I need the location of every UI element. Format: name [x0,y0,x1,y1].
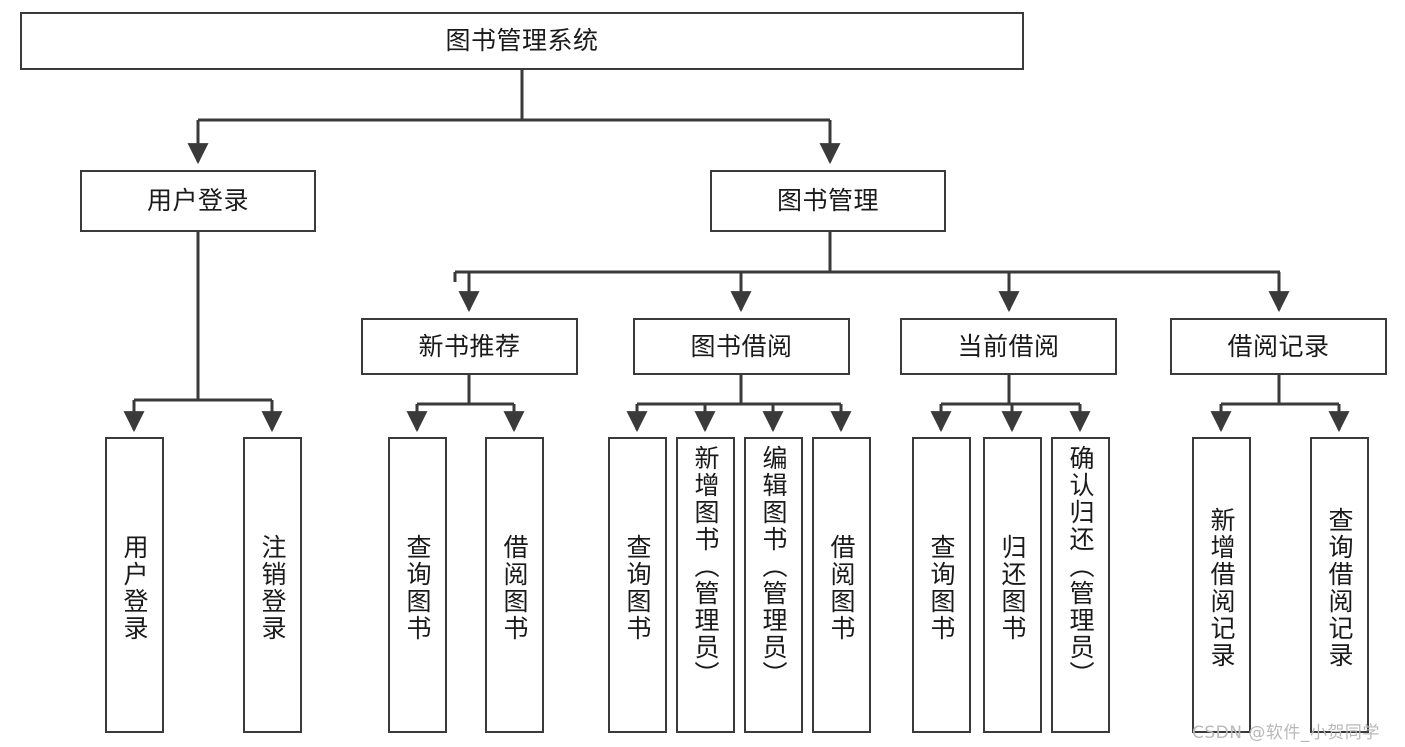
node-leaf-add-book-label: 新增图书（管理员） [691,445,720,688]
node-user-login-label: 用户登录 [146,186,249,215]
node-leaf-query-book-2-label: 查询图书 [623,534,652,642]
node-leaf-confirm-return[interactable]: 确认归还（管理员） [1051,437,1110,733]
node-leaf-add-book[interactable]: 新增图书（管理员） [676,437,735,733]
node-leaf-logout-label: 注销登录 [258,534,287,642]
node-leaf-edit-book[interactable]: 编辑图书（管理员） [744,437,803,733]
node-leaf-return-book[interactable]: 归还图书 [983,437,1042,733]
node-root-label: 图书管理系统 [445,26,599,55]
node-leaf-add-record-label: 新增借阅记录 [1207,507,1236,669]
node-leaf-edit-book-label: 编辑图书（管理员） [759,445,788,688]
node-leaf-return-book-label: 归还图书 [998,534,1027,642]
node-leaf-add-record[interactable]: 新增借阅记录 [1192,437,1251,733]
node-root[interactable]: 图书管理系统 [20,12,1024,70]
node-book-borrow-label: 图书借阅 [690,331,793,361]
node-leaf-borrow-book-1[interactable]: 借阅图书 [485,437,544,733]
node-borrow-record-label: 借阅记录 [1227,331,1330,361]
node-book-manage-label: 图书管理 [776,186,879,215]
node-leaf-query-book-3-label: 查询图书 [927,534,956,642]
node-leaf-query-record-label: 查询借阅记录 [1325,507,1354,669]
node-leaf-user-login-label: 用户登录 [120,534,149,642]
node-user-login[interactable]: 用户登录 [80,170,316,232]
node-leaf-query-book-1[interactable]: 查询图书 [388,437,447,733]
node-leaf-query-book-1-label: 查询图书 [403,534,432,642]
node-leaf-borrow-book-2-label: 借阅图书 [827,534,856,642]
node-leaf-confirm-return-label: 确认归还（管理员） [1066,445,1095,688]
node-book-borrow[interactable]: 图书借阅 [633,318,850,375]
node-leaf-query-record[interactable]: 查询借阅记录 [1310,437,1369,733]
node-leaf-query-book-2[interactable]: 查询图书 [608,437,667,733]
node-leaf-borrow-book-2[interactable]: 借阅图书 [812,437,871,733]
watermark-text: CSDN @软件_小贺同学 [1192,723,1380,743]
node-new-book-recommend[interactable]: 新书推荐 [361,318,578,375]
node-leaf-query-book-3[interactable]: 查询图书 [912,437,971,733]
node-leaf-logout[interactable]: 注销登录 [243,437,302,733]
node-current-borrow-label: 当前借阅 [957,331,1060,361]
node-borrow-record[interactable]: 借阅记录 [1170,318,1387,375]
node-leaf-user-login[interactable]: 用户登录 [105,437,164,733]
node-book-manage[interactable]: 图书管理 [710,170,946,232]
node-current-borrow[interactable]: 当前借阅 [900,318,1117,375]
node-leaf-borrow-book-1-label: 借阅图书 [500,534,529,642]
node-new-book-recommend-label: 新书推荐 [418,331,521,361]
